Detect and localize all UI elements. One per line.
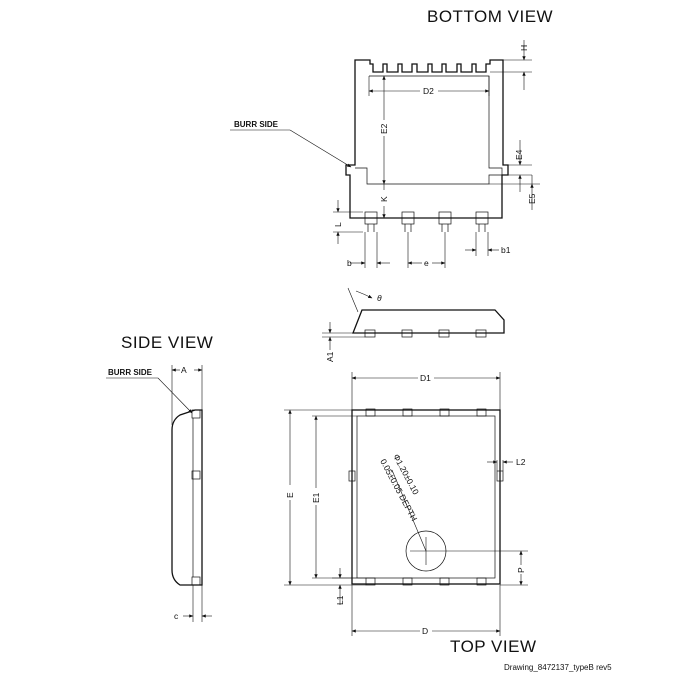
side-view-title: SIDE VIEW	[121, 333, 213, 352]
dim-D1: D1	[420, 373, 431, 383]
lead-foot	[364, 329, 376, 338]
side-lead	[191, 470, 201, 480]
bottom-view: BOTTOM VIEW H D2 E2	[230, 7, 553, 268]
dim-D2: D2	[423, 86, 434, 96]
dim-K: K	[379, 196, 389, 202]
lead-tab	[401, 211, 415, 225]
dim-e: e	[424, 258, 429, 268]
top-view-title: TOP VIEW	[450, 637, 537, 656]
side-view-outline	[171, 409, 203, 586]
dim-c: c	[174, 611, 179, 621]
top-view: TOP VIEW Φ1.20±0.10 0.05±0.05 DEPTH D1	[284, 372, 537, 656]
top-view-inner	[356, 415, 496, 579]
side-view: SIDE VIEW A c BURR SIDE	[106, 333, 213, 622]
dim-A: A	[181, 365, 187, 375]
dim-E: E	[285, 492, 295, 498]
side-burr-side-note: BURR SIDE	[108, 368, 153, 377]
dim-D: D	[422, 626, 428, 636]
dim-E1: E1	[311, 492, 321, 503]
drawing-id: Drawing_8472137_typeB rev5	[504, 663, 612, 672]
dim-b: b	[347, 258, 352, 268]
exposed-pad	[355, 75, 503, 185]
dim-L1: L1	[335, 595, 345, 605]
dim-L: L	[333, 222, 343, 227]
dim-b1: b1	[501, 245, 511, 255]
dim-A1: A1	[325, 351, 335, 362]
side-lead	[191, 576, 201, 586]
lead-foot	[438, 329, 450, 338]
lead-foot	[401, 329, 413, 338]
lead-tab	[438, 211, 452, 225]
lead-tab	[364, 211, 378, 225]
dim-E5: E5	[527, 193, 537, 204]
bottom-view-outline	[345, 59, 509, 219]
dim-E2: E2	[379, 123, 389, 134]
top-view-outline	[351, 409, 501, 585]
elevation-view: θ A1	[322, 287, 505, 362]
lead-foot	[475, 329, 487, 338]
dim-E4: E4	[514, 149, 524, 160]
side-lead	[191, 409, 201, 419]
lead-tab	[475, 211, 489, 225]
dim-H: H	[519, 45, 529, 51]
dim-theta: θ	[377, 293, 382, 303]
bottom-view-title: BOTTOM VIEW	[427, 7, 553, 26]
burr-side-note: BURR SIDE	[234, 120, 279, 129]
dim-L2: L2	[516, 457, 526, 467]
dim-P: P	[516, 567, 526, 573]
elevation-outline	[352, 309, 505, 334]
